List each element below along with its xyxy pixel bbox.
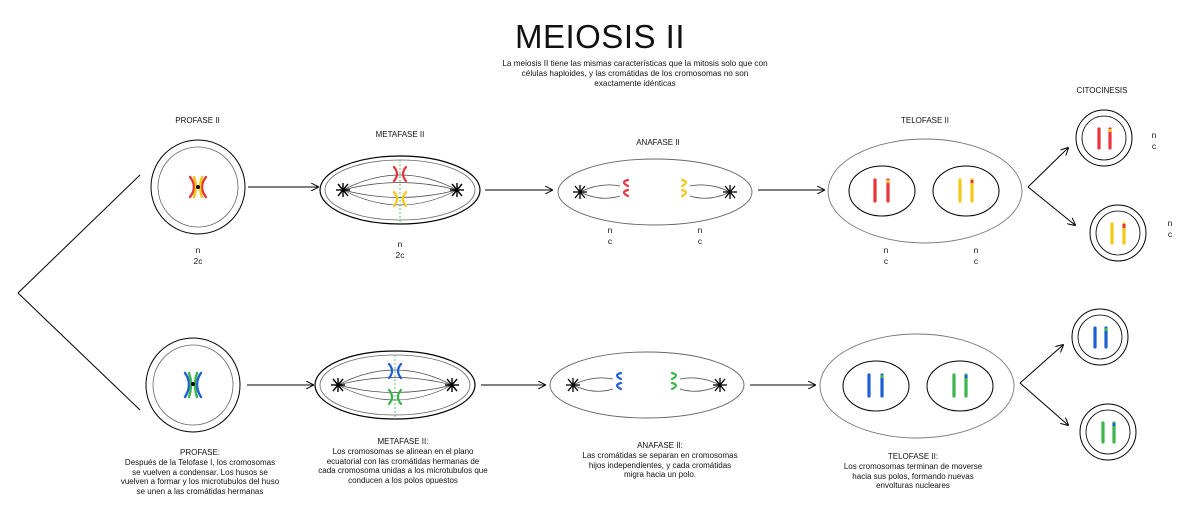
cell-metafase-bottom [314, 350, 476, 420]
cell-profase-top [150, 139, 246, 235]
ploidy-metafase: n 2c [395, 239, 405, 260]
arrow-cito-bottom-b [1019, 382, 1068, 425]
caption-anafase: ANAFASE II: Las cromátidas se separan en… [582, 441, 738, 480]
aster-right [450, 183, 464, 197]
branch-lines [17, 174, 141, 411]
ploidy-cito-bottom: n c [1167, 218, 1173, 239]
cell-anafase-bottom [549, 351, 745, 419]
label-telofase-ii: TELOFASE II [900, 116, 949, 125]
arrow-cito-bottom-a [1019, 345, 1063, 384]
label-citocinesis: CITOCINESIS [1076, 86, 1128, 95]
cell-telofase-top [827, 138, 1023, 244]
page-title: MEIOSIS II [514, 18, 686, 55]
page-subtitle: La meiosis II tiene las mismas caracterí… [502, 59, 768, 88]
cell-metafase-top [319, 155, 481, 225]
caption-metafase: METAFASE II: Los cromosomas se alinean e… [318, 437, 488, 486]
chromosome-x-red-yellow [188, 175, 208, 199]
arrow-cito-top-b [1027, 186, 1075, 225]
cell-telofase-bottom [819, 333, 1015, 439]
label-profase-ii: PROFASE II [175, 116, 220, 125]
cell-cito-bottom-a [1071, 308, 1129, 366]
ploidy-cito-top: n c [1151, 130, 1157, 151]
ploidy-anafase-right: n c [697, 225, 703, 246]
ploidy-telofase-right: n c [973, 245, 979, 266]
aster-left [336, 183, 350, 197]
ploidy-profase: n 2c [193, 245, 203, 266]
ploidy-telofase-left: n c [883, 245, 889, 266]
caption-profase: PROFASE: Después de la Telofase I, los c… [120, 448, 280, 497]
cell-profase-bottom [145, 337, 241, 433]
cell-cito-top-a [1075, 109, 1133, 167]
label-metafase-ii: METAFASE II [375, 130, 425, 139]
cell-cito-top-b [1089, 204, 1147, 262]
ploidy-anafase-left: n c [607, 225, 613, 246]
label-anafase-ii: ANAFASE II [636, 138, 680, 147]
caption-telofase: TELOFASE II: Los cromosomas terminan de … [843, 452, 983, 491]
arrow-cito-top-a [1027, 148, 1068, 188]
cell-anafase-top [557, 158, 753, 226]
cell-cito-bottom-b [1079, 403, 1137, 461]
